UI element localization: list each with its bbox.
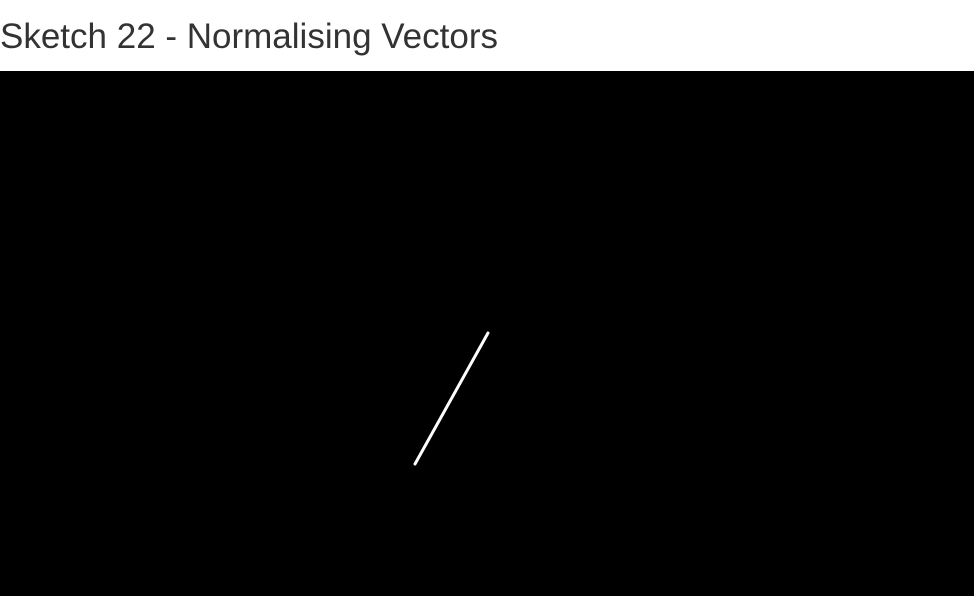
sketch-drawing bbox=[0, 71, 974, 596]
normalised-vector-line bbox=[413, 331, 490, 466]
sketch-canvas[interactable] bbox=[0, 71, 974, 596]
page-title: Sketch 22 - Normalising Vectors bbox=[0, 17, 498, 56]
